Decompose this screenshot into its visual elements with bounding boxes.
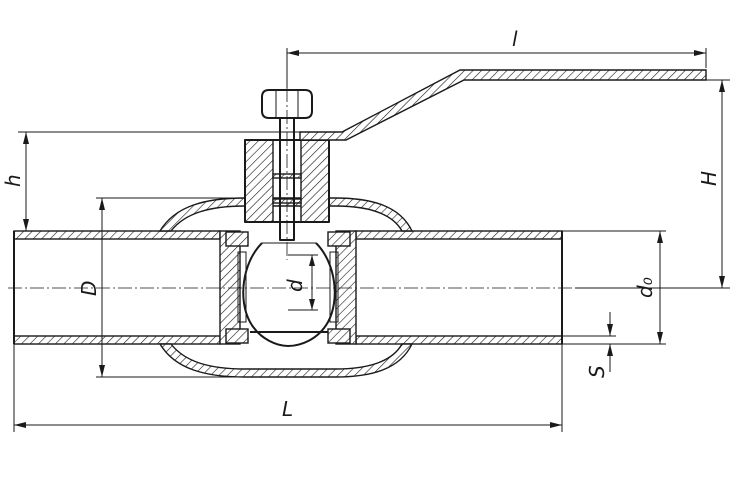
- dimension-H: H: [575, 79, 730, 289]
- dimension-label-d0: d₀: [633, 277, 657, 298]
- dimension-l: l: [286, 27, 707, 88]
- dimension-label-S: S: [585, 365, 609, 378]
- handle-lever: [299, 69, 707, 141]
- pipe-right: [355, 230, 563, 345]
- pipe-left: [13, 230, 221, 345]
- seat-left: [219, 230, 249, 345]
- dimension-h: h: [1, 131, 300, 232]
- dimension-label-D: D: [77, 281, 101, 296]
- dimension-label-d: d: [283, 279, 307, 292]
- dimension-S: S: [562, 312, 616, 378]
- dimension-label-H: H: [697, 171, 721, 186]
- seat-right: [327, 230, 357, 345]
- ball: [242, 242, 336, 347]
- dimension-label-h: h: [1, 174, 25, 187]
- dimension-d0: d₀: [562, 230, 666, 345]
- dimension-d: d: [283, 254, 318, 311]
- stem-nut: [261, 89, 313, 119]
- dimension-label-l: l: [512, 27, 518, 51]
- dimension-label-L: L: [282, 397, 293, 421]
- dimension-L: L: [13, 344, 563, 432]
- dimension-D: D: [77, 197, 245, 378]
- valve-body-shell: [158, 197, 414, 378]
